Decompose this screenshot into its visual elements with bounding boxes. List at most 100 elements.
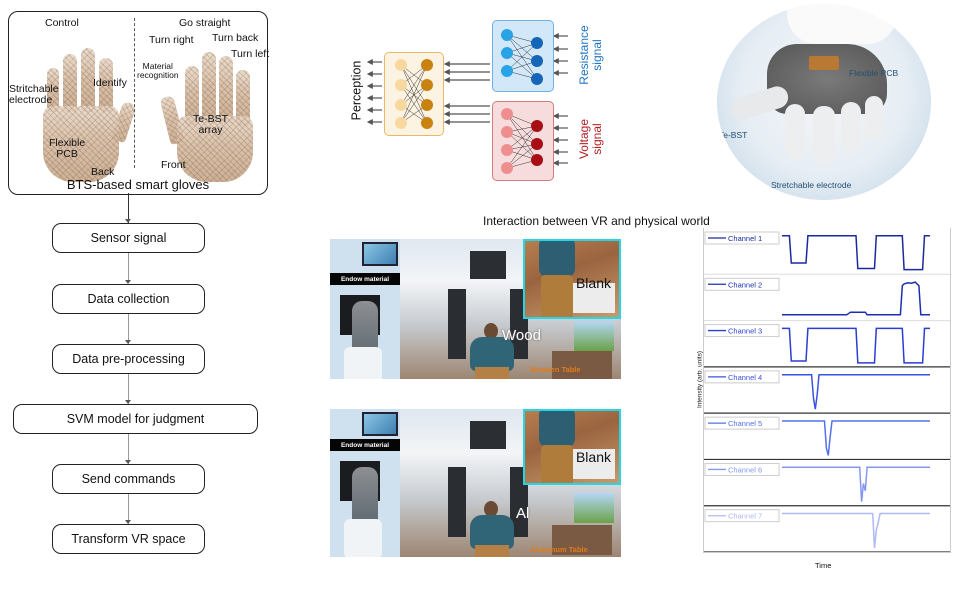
vr-avatar-torso xyxy=(470,515,514,549)
vr-control-panel: Endow material xyxy=(330,409,400,557)
series-line-channel-1 xyxy=(782,235,930,271)
resistance-output-node xyxy=(531,55,543,67)
perception-label: Perception xyxy=(349,60,364,121)
perception-output-node xyxy=(421,117,433,129)
flow-arrowhead xyxy=(125,460,131,464)
photo-sleeve xyxy=(787,4,897,44)
vr-window xyxy=(470,421,506,449)
vr-material-label-wood: Wood xyxy=(502,327,541,344)
perception-input-node xyxy=(395,59,407,71)
legend-box xyxy=(704,370,780,384)
vr-material-label-al: Al xyxy=(516,505,530,522)
vr-sleeve xyxy=(344,347,382,379)
legend-label: Channel 6 xyxy=(728,465,762,474)
endow-material-banner: Endow material xyxy=(330,273,400,285)
label-material-recognition: Material recognition xyxy=(137,61,179,80)
flow-arrowhead xyxy=(125,219,131,223)
inset-avatar-body xyxy=(539,411,575,447)
vr-curtain xyxy=(448,289,466,359)
perception-network xyxy=(384,52,444,136)
label-stretchable-electrode: Stritchable electrode xyxy=(9,83,59,106)
label-go-straight: Go straight xyxy=(179,17,231,29)
series-line-channel-5 xyxy=(782,420,930,456)
resistance-input-node xyxy=(501,47,513,59)
label-front: Front xyxy=(161,159,186,171)
vr-table-label-wooden: Wooden Table xyxy=(530,365,581,374)
label-turn-back: Turn back xyxy=(212,32,259,44)
gloves-panel-title: BTS-based smart gloves xyxy=(66,177,210,192)
label-turn-right: Turn right xyxy=(149,34,194,46)
flow-step-transform-vr: Transform VR space xyxy=(52,524,205,554)
voltage-signal-label: Voltage signal xyxy=(577,118,604,160)
flow-arrowhead xyxy=(125,280,131,284)
chart-x-axis-label: Time xyxy=(815,561,832,570)
inset-blank-label: Blank xyxy=(575,275,611,291)
photo-pcb xyxy=(809,56,839,70)
legend-box xyxy=(704,416,780,430)
voltage-input-node xyxy=(501,108,513,120)
neural-network-diagram: Perception Resistance signal Voltage sig… xyxy=(330,0,630,190)
voltage-output-node xyxy=(531,120,543,132)
voltage-network xyxy=(492,101,554,181)
legend-box xyxy=(704,277,780,291)
label-control: Control xyxy=(45,17,79,29)
vr-preview-thumbnail xyxy=(362,242,398,266)
perception-output-node xyxy=(421,79,433,91)
resistance-output-node xyxy=(531,73,543,85)
back-hand-illustration xyxy=(39,42,137,182)
vr-cabinet xyxy=(552,351,612,379)
label-turn-left: Turn left xyxy=(231,48,270,60)
flow-step-sensor-signal: Sensor signal xyxy=(52,223,205,253)
photo-finger xyxy=(785,104,805,160)
photo-finger xyxy=(865,96,883,140)
inset-avatar-legs xyxy=(541,445,573,483)
resistance-to-perception-arrows xyxy=(443,61,490,125)
vr-preview-thumbnail xyxy=(362,412,398,436)
voltage-output-node xyxy=(531,138,543,150)
vr-inset-blank: Blank xyxy=(523,409,621,485)
front-hand-illustration xyxy=(159,42,259,182)
gloves-divider xyxy=(134,18,135,168)
smart-glove-photo: Flexible PCB Te-BST Stretchable electrod… xyxy=(717,4,931,200)
vr-avatar-head xyxy=(484,501,498,517)
label-identify: Identify xyxy=(93,77,127,89)
series-line-channel-7 xyxy=(782,512,930,549)
voltage-input-node xyxy=(501,144,513,156)
vr-table-label-aluminum: Aluminum Table xyxy=(530,545,588,554)
vr-avatar-legs xyxy=(475,367,509,379)
flow-connector xyxy=(128,253,129,283)
photo-label-stretchable-electrode: Stretchable electrode xyxy=(771,180,852,190)
flow-connector xyxy=(128,494,129,524)
legend-label: Channel 7 xyxy=(728,512,762,521)
flow-step-svm-model: SVM model for judgment xyxy=(13,404,258,434)
nn-arrows xyxy=(366,33,568,166)
resistance-input-arrows xyxy=(552,33,568,76)
photo-finger xyxy=(813,106,835,166)
photo-label-flexible-pcb: Flexible PCB xyxy=(849,68,899,78)
perception-output-arrows xyxy=(366,59,382,125)
resistance-input-node xyxy=(501,65,513,77)
perception-input-node xyxy=(395,99,407,111)
inset-avatar-legs xyxy=(541,275,573,317)
inset-avatar-body xyxy=(539,241,575,277)
photo-thumb xyxy=(729,83,791,123)
voltage-input-node xyxy=(501,162,513,174)
resistance-input-node xyxy=(501,29,513,41)
perception-connections xyxy=(400,64,428,124)
vr-inset-blank: Blank xyxy=(523,239,621,319)
vr-glove-hand xyxy=(352,467,378,523)
flow-arrowhead xyxy=(125,400,131,404)
vr-sleeve xyxy=(344,519,382,557)
flow-step-send-commands: Send commands xyxy=(52,464,205,494)
vr-curtain xyxy=(448,467,466,537)
voltage-input-node xyxy=(501,126,513,138)
resistance-signal-label: Resistance signal xyxy=(577,25,604,85)
legend-label: Channel 3 xyxy=(728,327,762,336)
vr-tv xyxy=(574,321,614,351)
legend-label: Channel 1 xyxy=(728,234,762,243)
legend-box xyxy=(704,462,780,476)
series-line-channel-2 xyxy=(782,281,930,316)
perception-output-node xyxy=(421,99,433,111)
